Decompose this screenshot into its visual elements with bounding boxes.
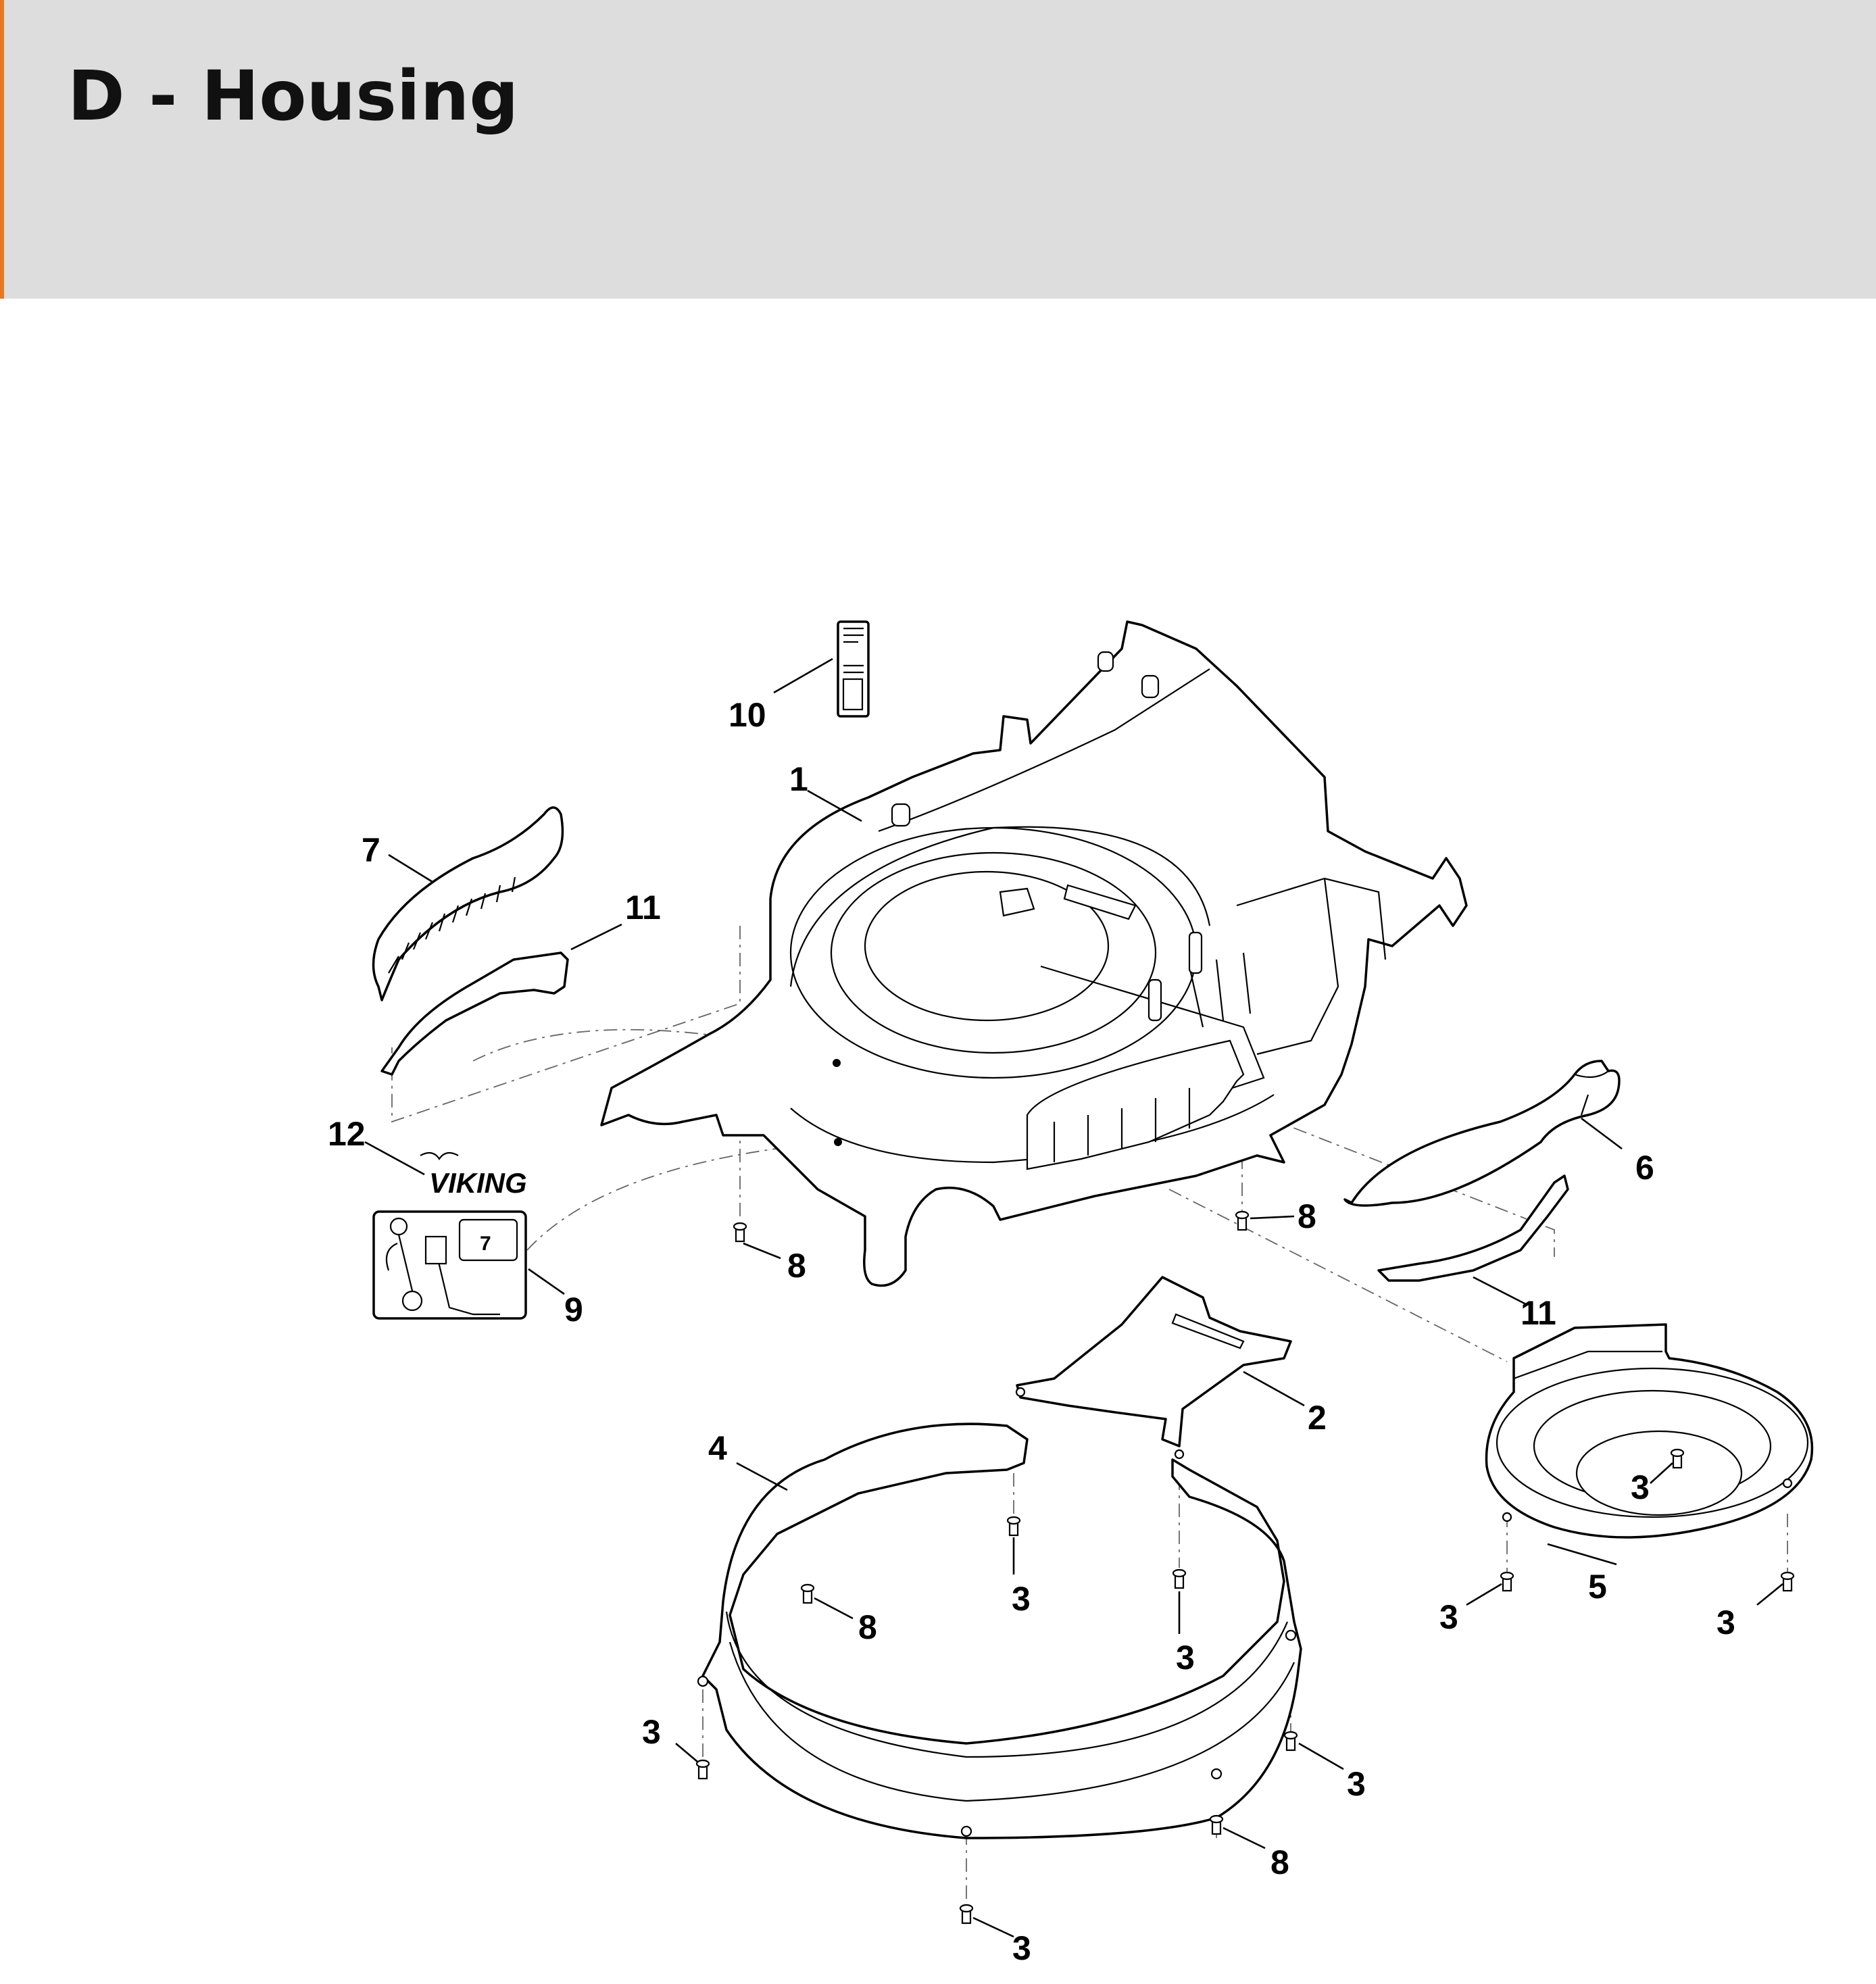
callout-8-ring-bottom: 8 xyxy=(1270,1843,1289,1881)
housing-deck xyxy=(600,620,1468,1287)
decal-kit-label: 7 xyxy=(480,1233,491,1255)
callout-3-ring-left: 3 xyxy=(642,1713,661,1751)
callout-8-ring-inner: 8 xyxy=(858,1608,877,1646)
callout-8-deck-left: 8 xyxy=(787,1247,806,1285)
screw-icon xyxy=(1283,1731,1298,1752)
callout-1: 1 xyxy=(789,760,808,798)
viking-logo-text: VIKING xyxy=(429,1167,527,1199)
screw-icon xyxy=(1780,1571,1795,1592)
screw-icon xyxy=(1209,1814,1224,1835)
screw-icon xyxy=(733,1222,747,1243)
screw-icon xyxy=(1235,1210,1250,1231)
screw-icon xyxy=(695,1759,710,1780)
page-header: D - Housing xyxy=(0,0,1876,299)
callout-12: 12 xyxy=(328,1115,366,1153)
right-trim xyxy=(1343,1060,1621,1207)
callout-3-ring-bottom: 3 xyxy=(1012,1929,1031,1967)
callout-4: 4 xyxy=(708,1429,727,1467)
leader-lines xyxy=(364,658,1783,1938)
callout-labels: 10 1 7 11 12 9 6 8 8 11 2 4 3 3 8 3 5 3 … xyxy=(328,696,1735,1967)
callout-2: 2 xyxy=(1308,1399,1327,1437)
callout-3-ring-right: 3 xyxy=(1347,1765,1366,1803)
callout-3-plate-right: 3 xyxy=(1717,1604,1735,1641)
round-base-plate xyxy=(1485,1323,1814,1539)
screw-icon xyxy=(1670,1448,1685,1469)
callout-3-plate-left: 3 xyxy=(1439,1598,1458,1636)
callout-10: 10 xyxy=(729,696,766,734)
instruction-decal: 7 xyxy=(372,1210,527,1320)
right-rail xyxy=(1377,1174,1569,1282)
callout-5: 5 xyxy=(1588,1568,1607,1606)
screw-icon xyxy=(1172,1568,1187,1589)
screw-icon xyxy=(1500,1571,1514,1592)
left-rail xyxy=(380,951,569,1076)
page-title: D - Housing xyxy=(68,56,519,137)
label-sheet xyxy=(837,620,870,718)
screw-icon xyxy=(959,1904,974,1925)
callout-9: 9 xyxy=(564,1291,583,1329)
callout-3-ring-top-right: 3 xyxy=(1176,1639,1195,1677)
callout-11-right: 11 xyxy=(1521,1294,1556,1332)
housing-ring xyxy=(697,1422,1302,1839)
viking-logo: VIKING xyxy=(420,1151,527,1199)
left-ribbed-trim xyxy=(372,806,564,1001)
callout-3-plate: 3 xyxy=(1631,1468,1650,1506)
callout-3-ring-top-left: 3 xyxy=(1012,1580,1031,1618)
screw-icon xyxy=(800,1583,815,1604)
callout-7: 7 xyxy=(362,831,380,869)
deflector-plate xyxy=(1015,1276,1292,1460)
callout-8-deck-right: 8 xyxy=(1298,1197,1316,1235)
callout-11-left: 11 xyxy=(625,889,661,926)
screws xyxy=(695,1210,1795,1925)
callout-6: 6 xyxy=(1635,1149,1654,1187)
header-accent-bar xyxy=(0,0,4,299)
screw-icon xyxy=(1006,1516,1021,1537)
